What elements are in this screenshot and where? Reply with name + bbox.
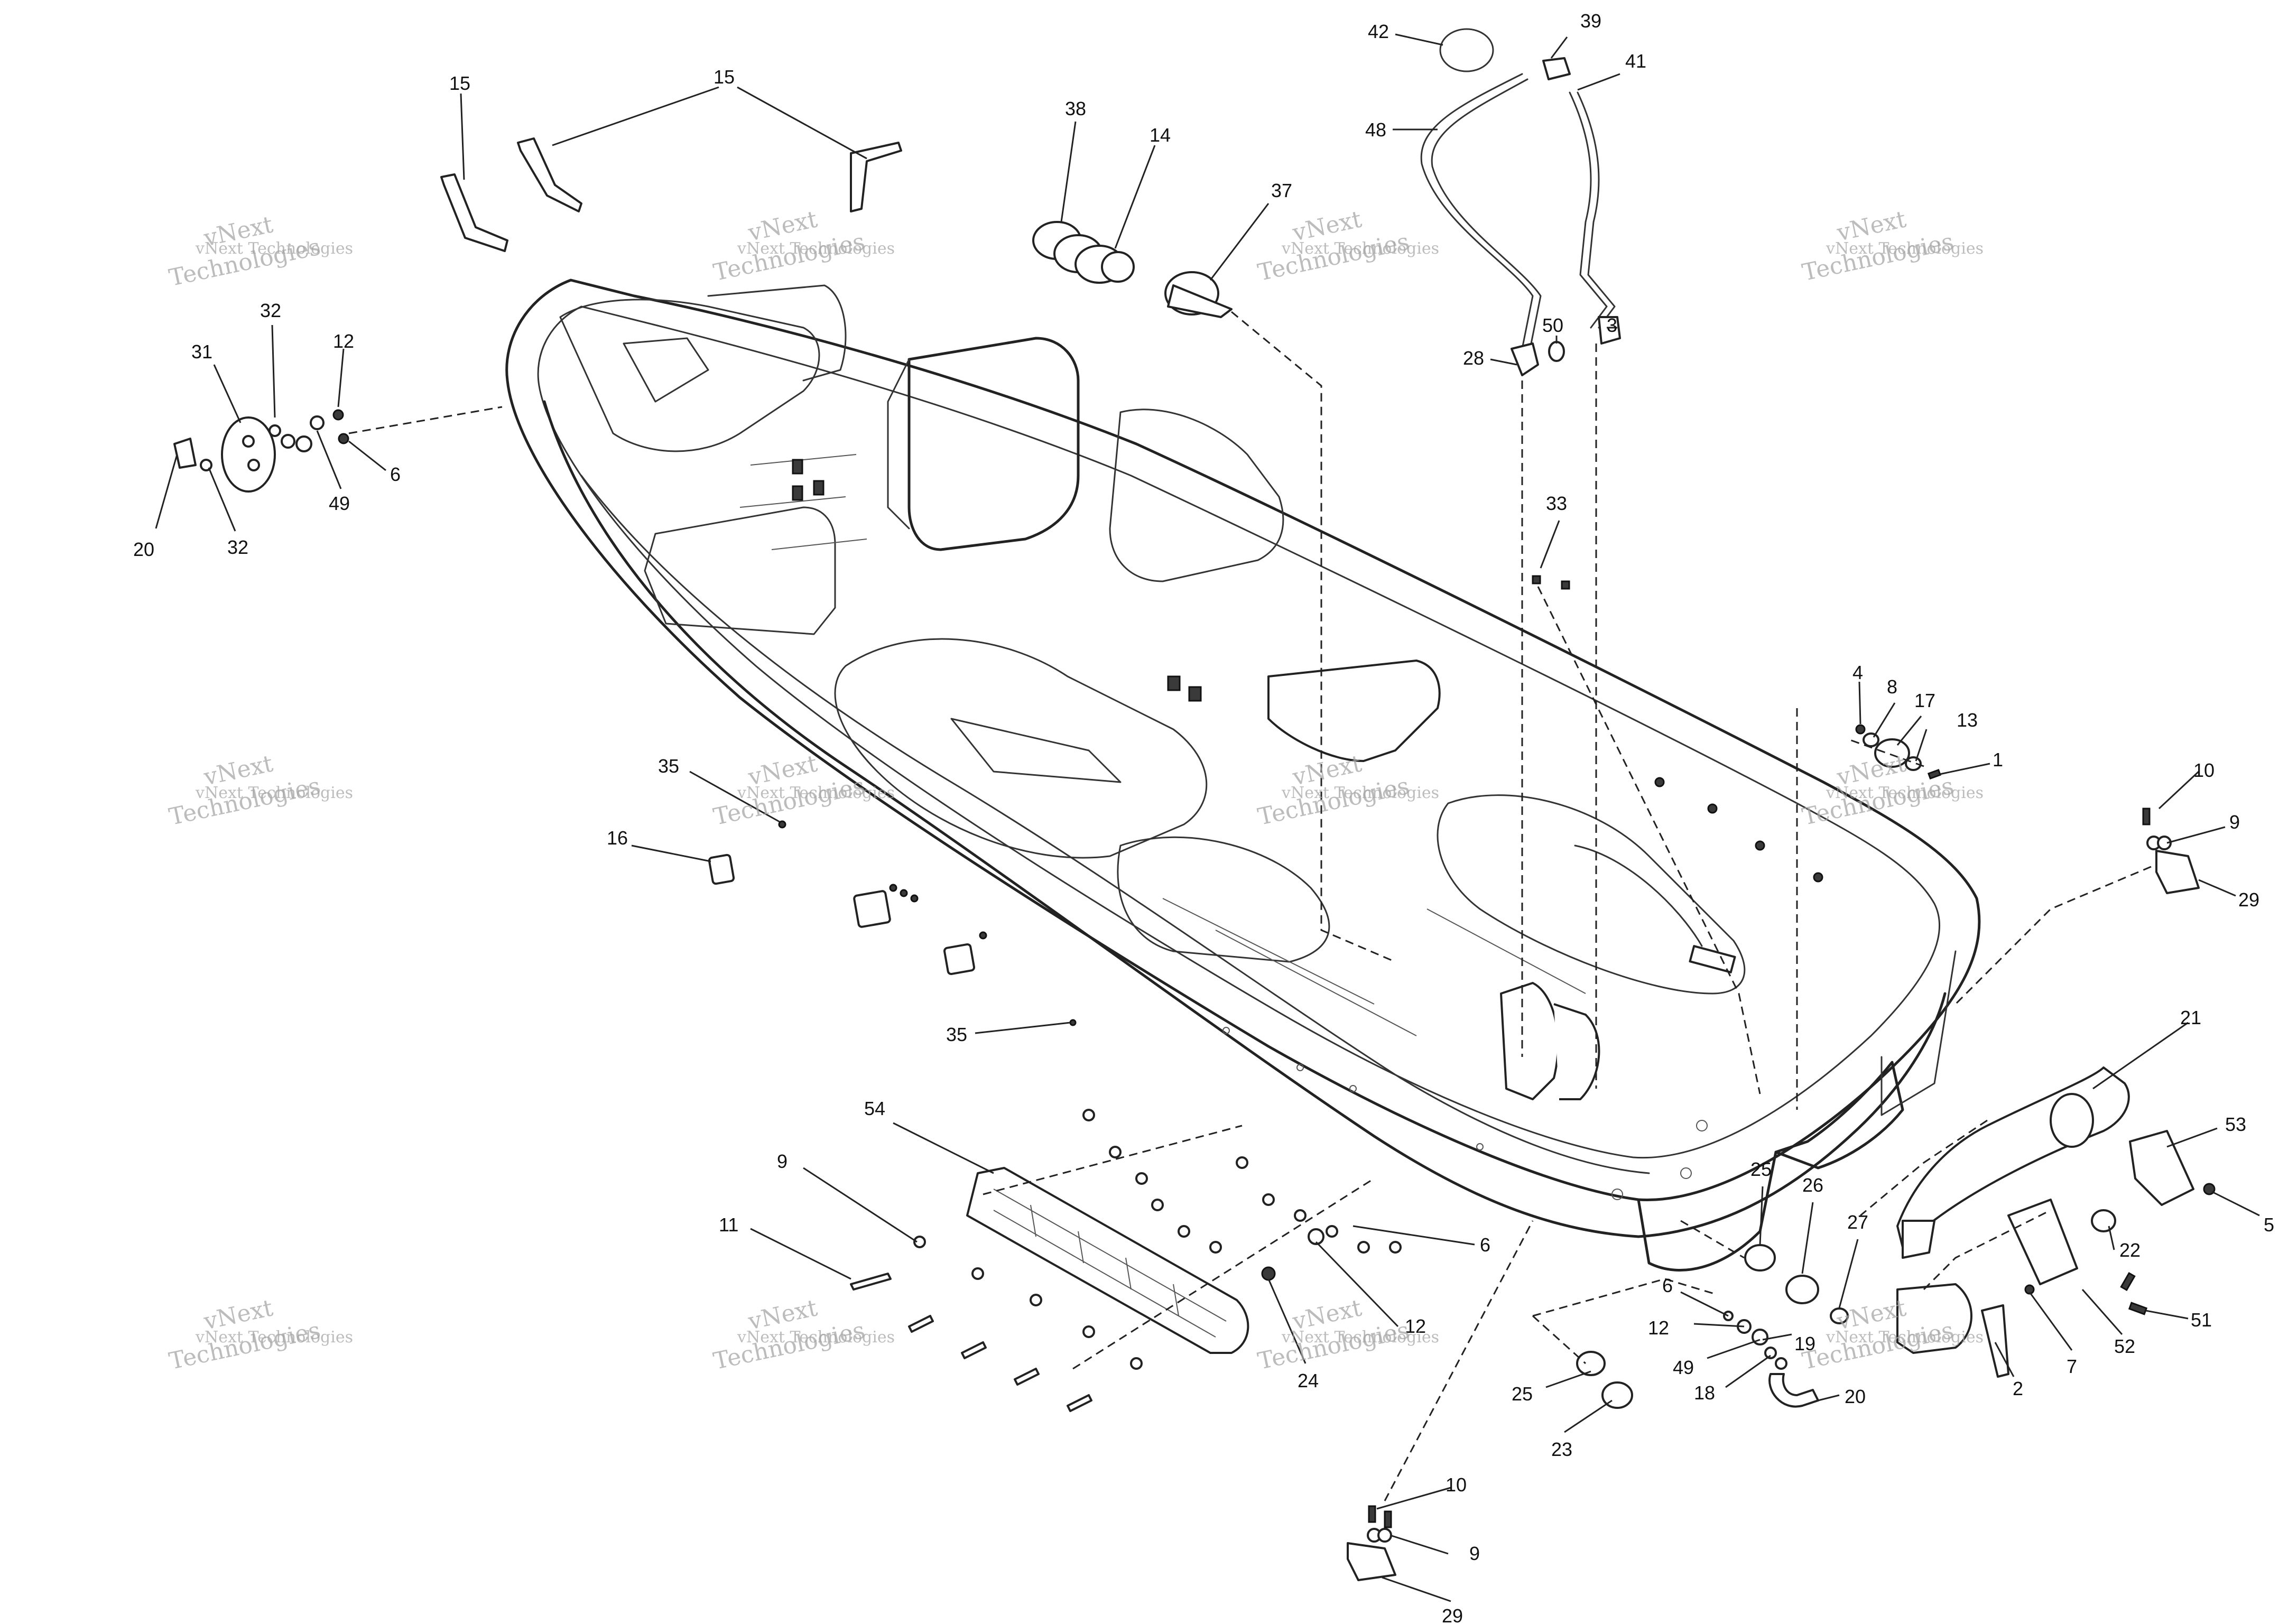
- callout-9: 9: [1469, 1543, 1480, 1564]
- callout-42: 42: [1368, 21, 1389, 42]
- callout-28: 28: [1463, 347, 1484, 369]
- callout-38: 38: [1065, 98, 1086, 119]
- callout-21: 21: [2180, 1007, 2201, 1028]
- part-38-vent-duct: [1032, 221, 1233, 318]
- callout-20: 20: [1845, 1386, 1866, 1407]
- callout-24: 24: [1298, 1370, 1319, 1391]
- callout-53: 53: [2225, 1113, 2246, 1135]
- callout-25: 25: [1750, 1158, 1772, 1180]
- part-54-sponson: [966, 1167, 1249, 1354]
- callout-labels: 15 15 38 14 37 42 39 41 48 28 50 3 32 31…: [133, 10, 2274, 1624]
- callout-35: 35: [946, 1024, 967, 1045]
- watermark-line3: vNext Technologies: [737, 1328, 895, 1347]
- callout-9: 9: [2229, 811, 2240, 833]
- callout-19: 19: [1794, 1333, 1815, 1354]
- callout-51: 51: [2191, 1309, 2212, 1331]
- callout-48: 48: [1365, 119, 1386, 141]
- callout-16: 16: [607, 827, 628, 849]
- part-21-handle: [1896, 1066, 2130, 1259]
- callout-12: 12: [1648, 1317, 1669, 1339]
- callout-11: 11: [719, 1214, 738, 1236]
- watermark-line3: vNext Technologies: [737, 239, 895, 258]
- callout-18: 18: [1694, 1382, 1715, 1404]
- callout-6: 6: [1662, 1275, 1673, 1296]
- watermark-line3: vNext Technologies: [1826, 784, 1984, 802]
- deck-clips: [792, 459, 1823, 883]
- callout-12: 12: [1405, 1315, 1426, 1337]
- callout-50: 50: [1542, 314, 1563, 336]
- callout-49: 49: [329, 493, 350, 514]
- callout-6: 6: [390, 463, 401, 485]
- watermark-line3: vNext Technologies: [1826, 1328, 1984, 1347]
- callout-5: 5: [2264, 1214, 2274, 1236]
- callout-35: 35: [658, 755, 679, 777]
- hull-side-holes: [1222, 1027, 1708, 1200]
- callout-52: 52: [2114, 1335, 2135, 1357]
- callout-32: 32: [227, 536, 248, 558]
- callout-12: 12: [333, 330, 354, 352]
- part-31-bow-eye: [173, 409, 349, 493]
- callout-10: 10: [1446, 1474, 1467, 1496]
- callout-15: 15: [449, 72, 470, 94]
- callout-1: 1: [1993, 749, 2003, 771]
- callout-20: 20: [133, 539, 154, 560]
- callout-32: 32: [260, 300, 281, 321]
- callout-37: 37: [1271, 180, 1292, 201]
- watermark-line3: vNext Technologies: [195, 784, 353, 802]
- callout-27: 27: [1847, 1211, 1868, 1233]
- callout-29: 29: [2238, 889, 2259, 911]
- callout-9: 9: [777, 1150, 788, 1172]
- part-15-grab-handles: [440, 137, 902, 252]
- callout-22: 22: [2119, 1239, 2141, 1261]
- callout-29: 29: [1442, 1605, 1463, 1624]
- part-20-ubolt-right: [1723, 1311, 1819, 1408]
- part-53-bracket: [1896, 1130, 2216, 1378]
- callout-23: 23: [1551, 1439, 1572, 1460]
- assembly-lines: [348, 311, 2152, 1501]
- callout-14: 14: [1150, 124, 1171, 146]
- part-16-clips: [708, 820, 1077, 1026]
- callout-25: 25: [1512, 1383, 1533, 1405]
- callout-39: 39: [1580, 10, 1601, 32]
- callout-13: 13: [1957, 709, 1978, 731]
- part-48-hose-assembly: [1420, 28, 1621, 376]
- part-17-fitting: [1855, 724, 1942, 780]
- callout-2: 2: [2013, 1378, 2023, 1399]
- watermark-line3: vNext Technologies: [737, 784, 895, 802]
- callout-49: 49: [1673, 1357, 1694, 1378]
- watermarks: vNext Technologies vNext Technologies vN…: [166, 206, 1984, 1375]
- callout-41: 41: [1625, 50, 1646, 72]
- part-33: [1532, 575, 1570, 590]
- callout-6: 6: [1480, 1234, 1490, 1256]
- part-29-cleat-right: [2142, 808, 2200, 894]
- callout-7: 7: [2067, 1356, 2077, 1377]
- callout-17: 17: [1914, 690, 1935, 711]
- callout-33: 33: [1546, 493, 1567, 514]
- callout-8: 8: [1887, 676, 1897, 698]
- callout-31: 31: [191, 341, 212, 363]
- part-11-bolts: [850, 1109, 1402, 1412]
- callout-26: 26: [1802, 1174, 1823, 1196]
- leader-lines: [155, 33, 2260, 1602]
- callout-4: 4: [1852, 662, 1863, 683]
- callout-15: 15: [714, 66, 735, 88]
- watermark-line3: vNext Technologies: [1281, 784, 1439, 802]
- watermark-line3: vNext Technologies: [195, 1328, 353, 1347]
- callout-54: 54: [864, 1098, 885, 1119]
- callout-3: 3: [1607, 314, 1617, 336]
- part-29-cleat-bottom: [1347, 1505, 1396, 1581]
- watermark-line3: vNext Technologies: [1281, 239, 1439, 258]
- hull: [505, 279, 1981, 1272]
- watermark-line3: vNext Technologies: [1281, 1328, 1439, 1347]
- watermark-line3: vNext Technologies: [1826, 239, 1984, 258]
- callout-10: 10: [2193, 759, 2215, 781]
- watermark-line3: vNext Technologies: [195, 239, 353, 258]
